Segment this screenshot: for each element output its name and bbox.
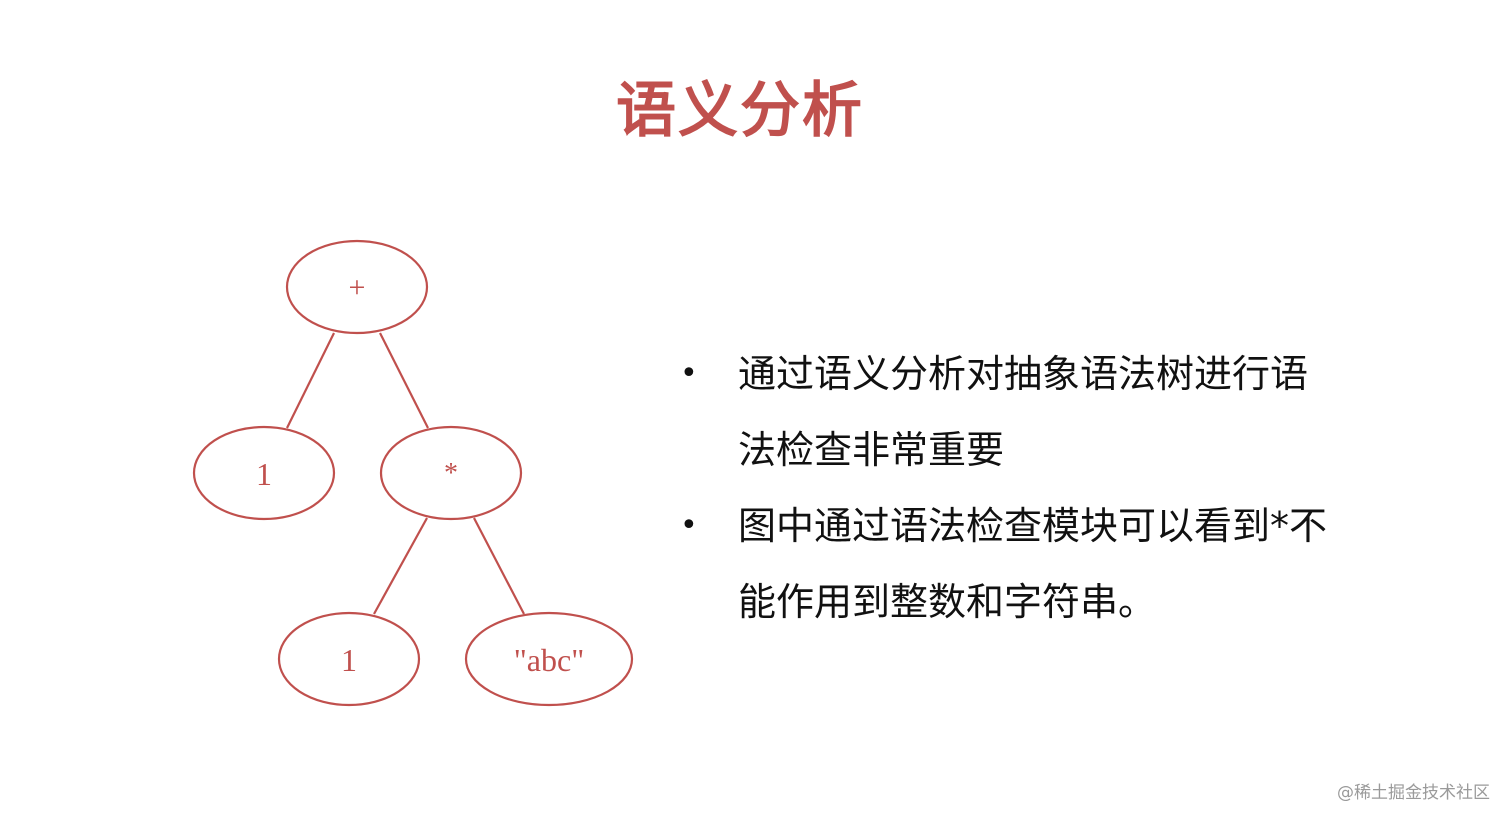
tree-node-str bbox=[464, 611, 634, 707]
bullet-dot-icon: • bbox=[680, 508, 698, 543]
tree-node-left-2 bbox=[277, 611, 421, 707]
watermark: @稀土掘金技术社区 bbox=[1337, 783, 1490, 803]
tree-node-mul bbox=[379, 425, 523, 521]
slide-title: 语义分析 bbox=[616, 76, 864, 146]
tree-label-mul: * bbox=[444, 458, 458, 489]
bullet-dot-icon: • bbox=[680, 356, 698, 391]
tree-node-root bbox=[285, 239, 429, 335]
tree-label-str: "abc" bbox=[514, 642, 585, 678]
bullet-list: • 通过语义分析对抽象语法树进行语法检查非常重要 • 图中通过语法检查模块可以看… bbox=[678, 336, 1378, 640]
bullet-text: 图中通过语法检查模块可以看到*不能作用到整数和字符串。 bbox=[738, 504, 1328, 624]
tree-label-left-2: 1 bbox=[341, 642, 357, 678]
tree-label-root: + bbox=[349, 271, 366, 304]
tree-label-left-1: 1 bbox=[256, 456, 272, 492]
tree-node-left-1 bbox=[192, 425, 336, 521]
bullet-text: 通过语义分析对抽象语法树进行语法检查非常重要 bbox=[738, 352, 1309, 472]
bullet-item: • 通过语义分析对抽象语法树进行语法检查非常重要 bbox=[678, 336, 1378, 488]
bullet-item: • 图中通过语法检查模块可以看到*不能作用到整数和字符串。 bbox=[678, 488, 1378, 640]
